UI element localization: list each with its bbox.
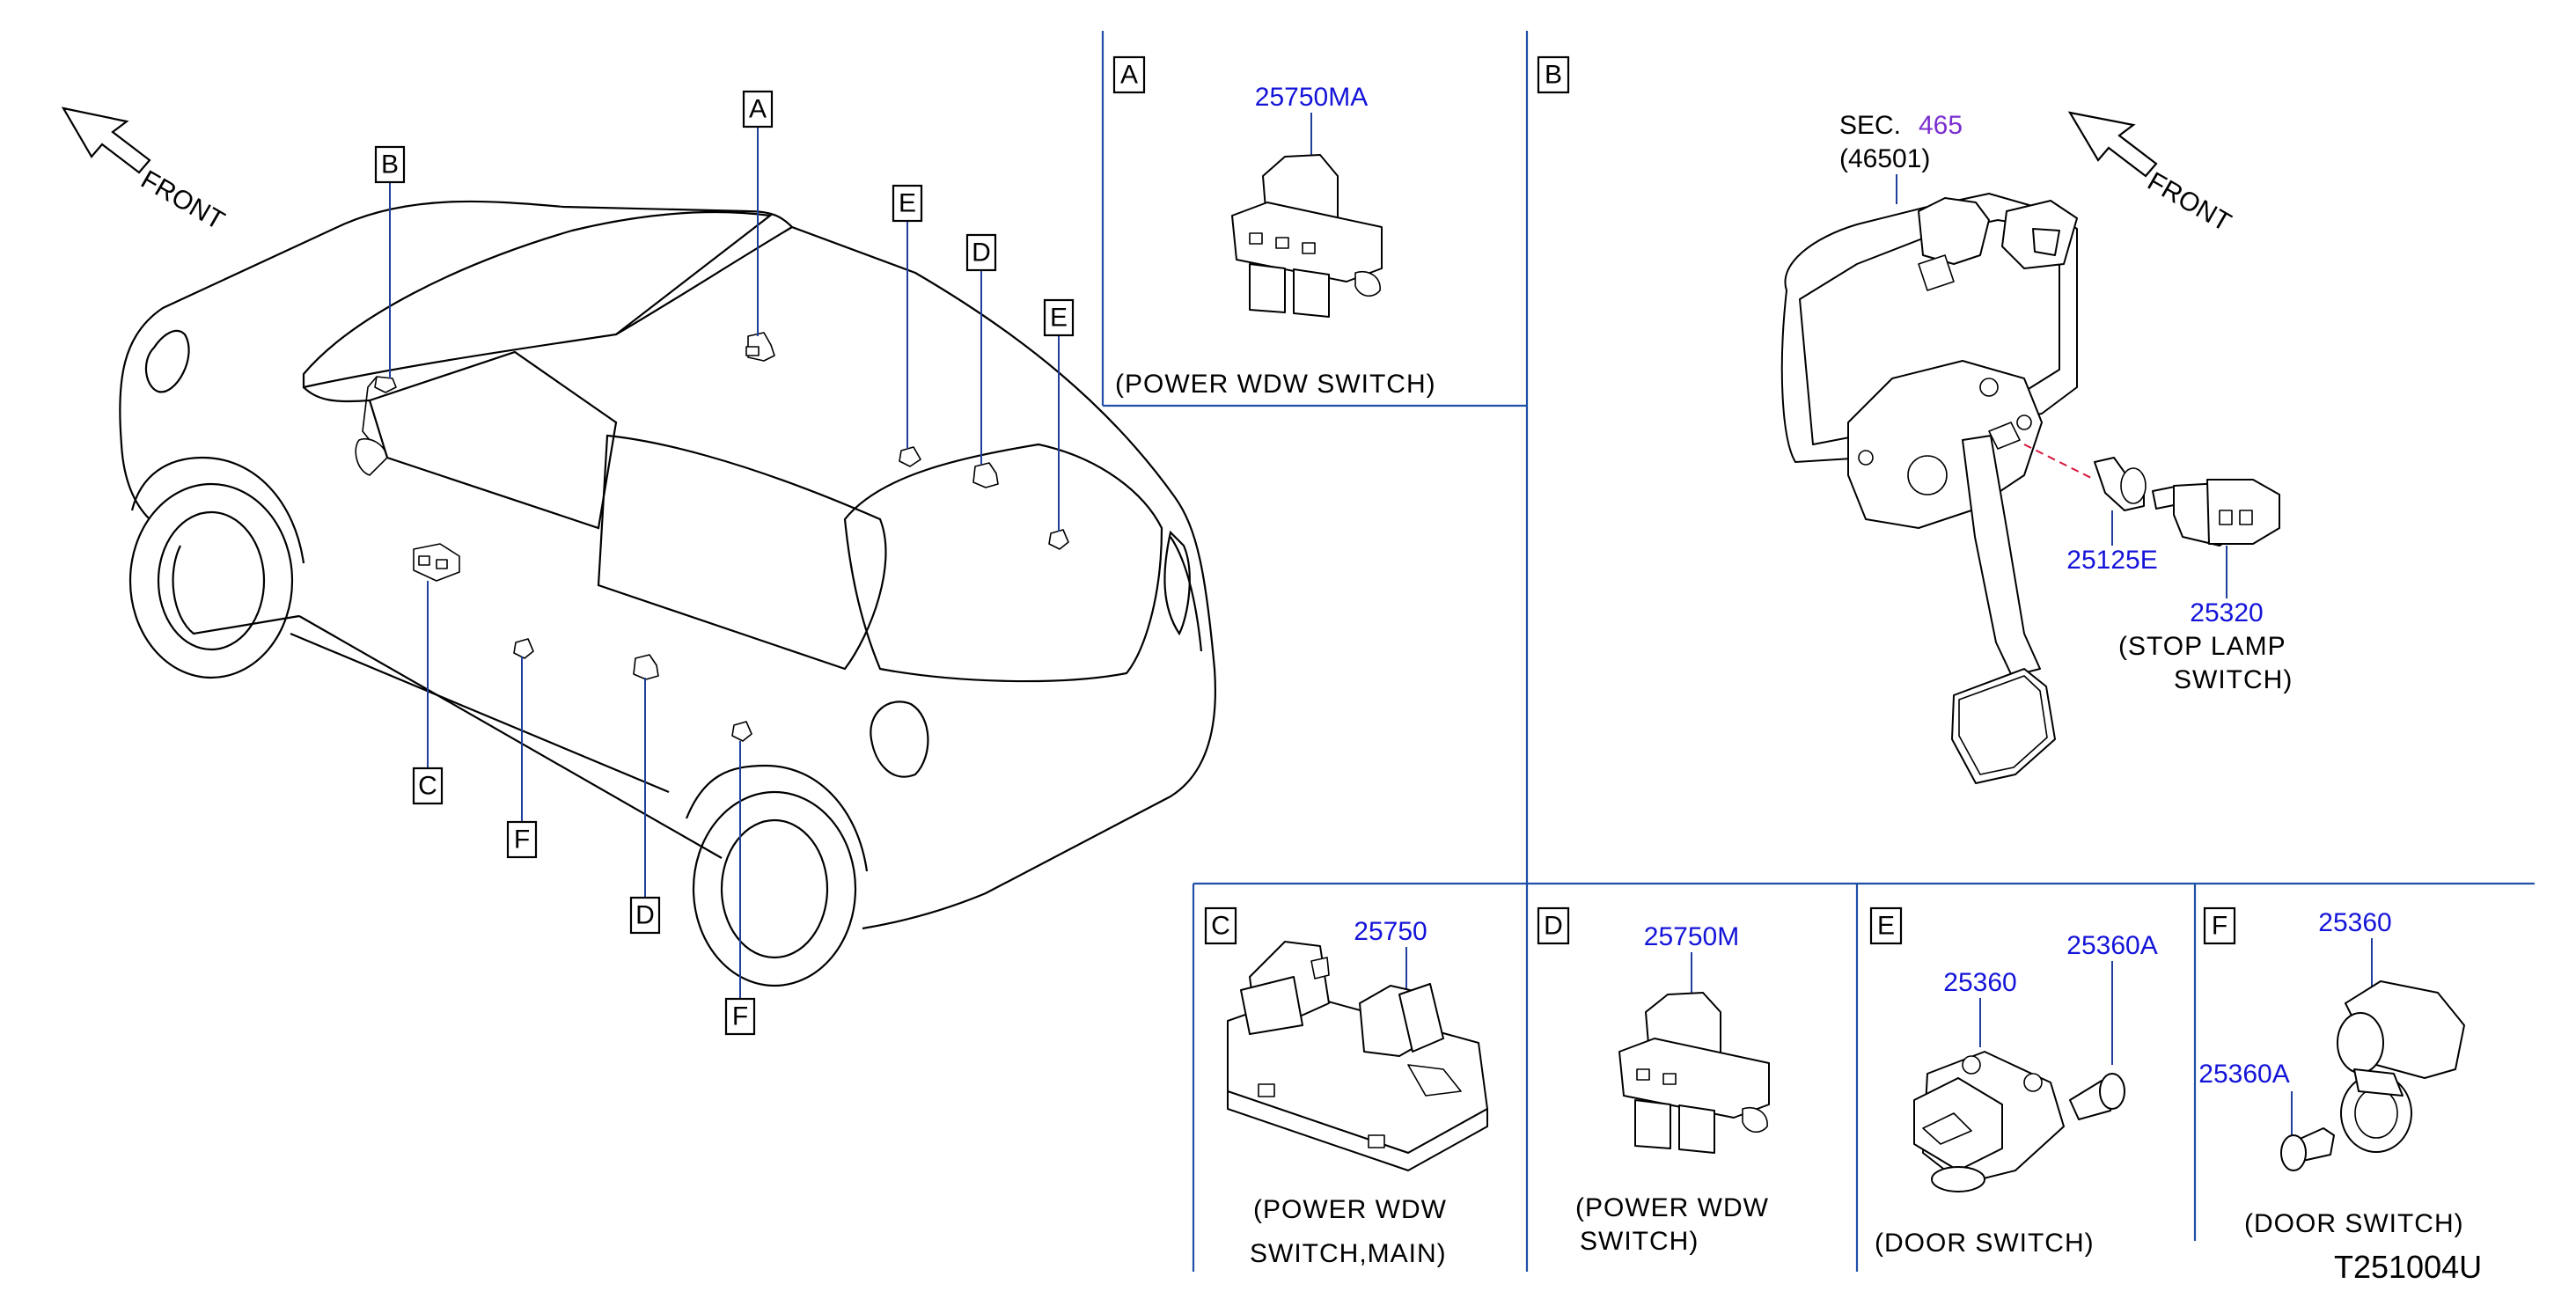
vehicle-part-d2 — [633, 654, 659, 680]
callout-d-upper: D — [965, 233, 997, 272]
panel-a-label: A — [1120, 61, 1138, 90]
panel-b-install-line — [2023, 444, 2095, 481]
panel-b-front-arrow-icon — [2067, 111, 2158, 178]
callout-d-lower: D — [629, 896, 661, 935]
vehicle-part-f1 — [513, 638, 534, 659]
svg-text:C: C — [418, 772, 437, 801]
panel-a-part-number: 25750MA — [1255, 83, 1368, 112]
panel-c-caption-line2: SWITCH,MAIN) — [1250, 1239, 1447, 1268]
panel-d-caption-line1: (POWER WDW — [1575, 1193, 1769, 1222]
panel-f-part-2: 25360A — [2198, 1060, 2289, 1089]
vehicle-part-e1 — [899, 446, 921, 467]
screw-f-icon — [2280, 1127, 2335, 1171]
panel-b-part-1: 25125E — [2066, 546, 2157, 575]
panel-b-front-label: FRONT — [2143, 166, 2236, 237]
door-switch-f-icon — [2337, 980, 2465, 1153]
panel-c-label: C — [1211, 912, 1230, 941]
front-label: FRONT — [136, 165, 230, 235]
vehicle-overview: FRONT — [61, 90, 1217, 1036]
panel-b: B SEC. 465 (46501) FRONT — [1537, 55, 2293, 784]
callout-f-upper: F — [506, 820, 538, 859]
brake-pedal-assembly-icon — [1780, 193, 2078, 784]
svg-text:E: E — [1050, 304, 1068, 333]
diagram-code: T251004U — [2334, 1249, 2482, 1285]
panel-f-caption: (DOOR SWITCH) — [2244, 1209, 2464, 1238]
callout-leaders — [389, 128, 1060, 999]
screw-e-icon — [2069, 1073, 2125, 1120]
svg-text:F: F — [514, 825, 530, 855]
svg-text:D: D — [635, 901, 655, 930]
panel-e-part-1: 25360 — [1943, 968, 2016, 997]
vehicle-part-c — [413, 543, 460, 582]
panel-a-caption: (POWER WDW SWITCH) — [1115, 370, 1436, 399]
panel-d-part-number: 25750M — [1644, 922, 1739, 951]
panel-e-part-2: 25360A — [2066, 931, 2157, 960]
main-power-window-switch-icon — [1227, 941, 1488, 1171]
panel-b-label: B — [1545, 61, 1562, 90]
callout-e-upper: E — [892, 184, 923, 223]
callout-c: C — [412, 767, 444, 805]
panel-a: A 25750MA (POWER WDW SWITCH) — [1112, 55, 1436, 399]
vehicle-part-d1 — [972, 462, 999, 488]
svg-text:B: B — [381, 150, 399, 180]
panel-frame — [1101, 31, 2535, 1272]
power-window-switch-d-icon — [1618, 992, 1770, 1154]
callout-e-lower: E — [1043, 298, 1075, 337]
panel-b-caption-line2: SWITCH) — [2174, 665, 2293, 694]
callout-a: A — [742, 90, 774, 128]
svg-text:D: D — [972, 238, 991, 268]
panel-b-sec-number: 465 — [1919, 111, 1963, 140]
panel-d: D 25750M (POWER WDW SWITCH) — [1537, 906, 1770, 1256]
panel-f: F 25360 25360A (DOOR SWITCH) — [2198, 906, 2465, 1238]
vehicle-part-b — [374, 376, 397, 393]
clip-25125e-icon — [2094, 457, 2147, 511]
vehicle-part-e2 — [1048, 529, 1069, 550]
door-switch-e-icon — [1913, 1051, 2065, 1192]
panel-b-caption-line1: (STOP LAMP — [2118, 632, 2286, 661]
panel-c-caption-line1: (POWER WDW — [1253, 1195, 1447, 1224]
power-window-switch-icon — [1231, 154, 1383, 318]
vehicle-part-a — [745, 332, 775, 362]
panel-c: C 25750 (POWER WDW SWITCH,MAIN) — [1204, 906, 1488, 1268]
callout-f-lower: F — [724, 997, 756, 1036]
panel-e-label: E — [1877, 912, 1895, 941]
panel-e: E 25360 25360A (DOOR SWITCH) — [1869, 906, 2158, 1258]
panel-f-part-1: 25360 — [2318, 908, 2391, 937]
vehicle-part-f2 — [731, 721, 752, 742]
panel-f-label: F — [2212, 912, 2227, 941]
svg-text:A: A — [749, 95, 767, 124]
panel-d-caption-line2: SWITCH) — [1580, 1227, 1699, 1256]
panel-c-part-number: 25750 — [1354, 917, 1427, 946]
panel-b-part-2: 25320 — [2190, 598, 2263, 627]
panel-d-label: D — [1544, 912, 1563, 941]
panel-b-sec-prefix: SEC. — [1839, 111, 1901, 140]
callout-b: B — [374, 145, 406, 184]
svg-text:E: E — [899, 189, 916, 218]
car-body — [119, 200, 1217, 987]
stop-lamp-switch-icon — [2152, 479, 2280, 547]
panel-b-sec-sub: (46501) — [1839, 144, 1930, 173]
svg-text:F: F — [732, 1002, 748, 1031]
front-arrow-icon — [61, 106, 151, 174]
panel-e-caption: (DOOR SWITCH) — [1875, 1229, 2095, 1258]
